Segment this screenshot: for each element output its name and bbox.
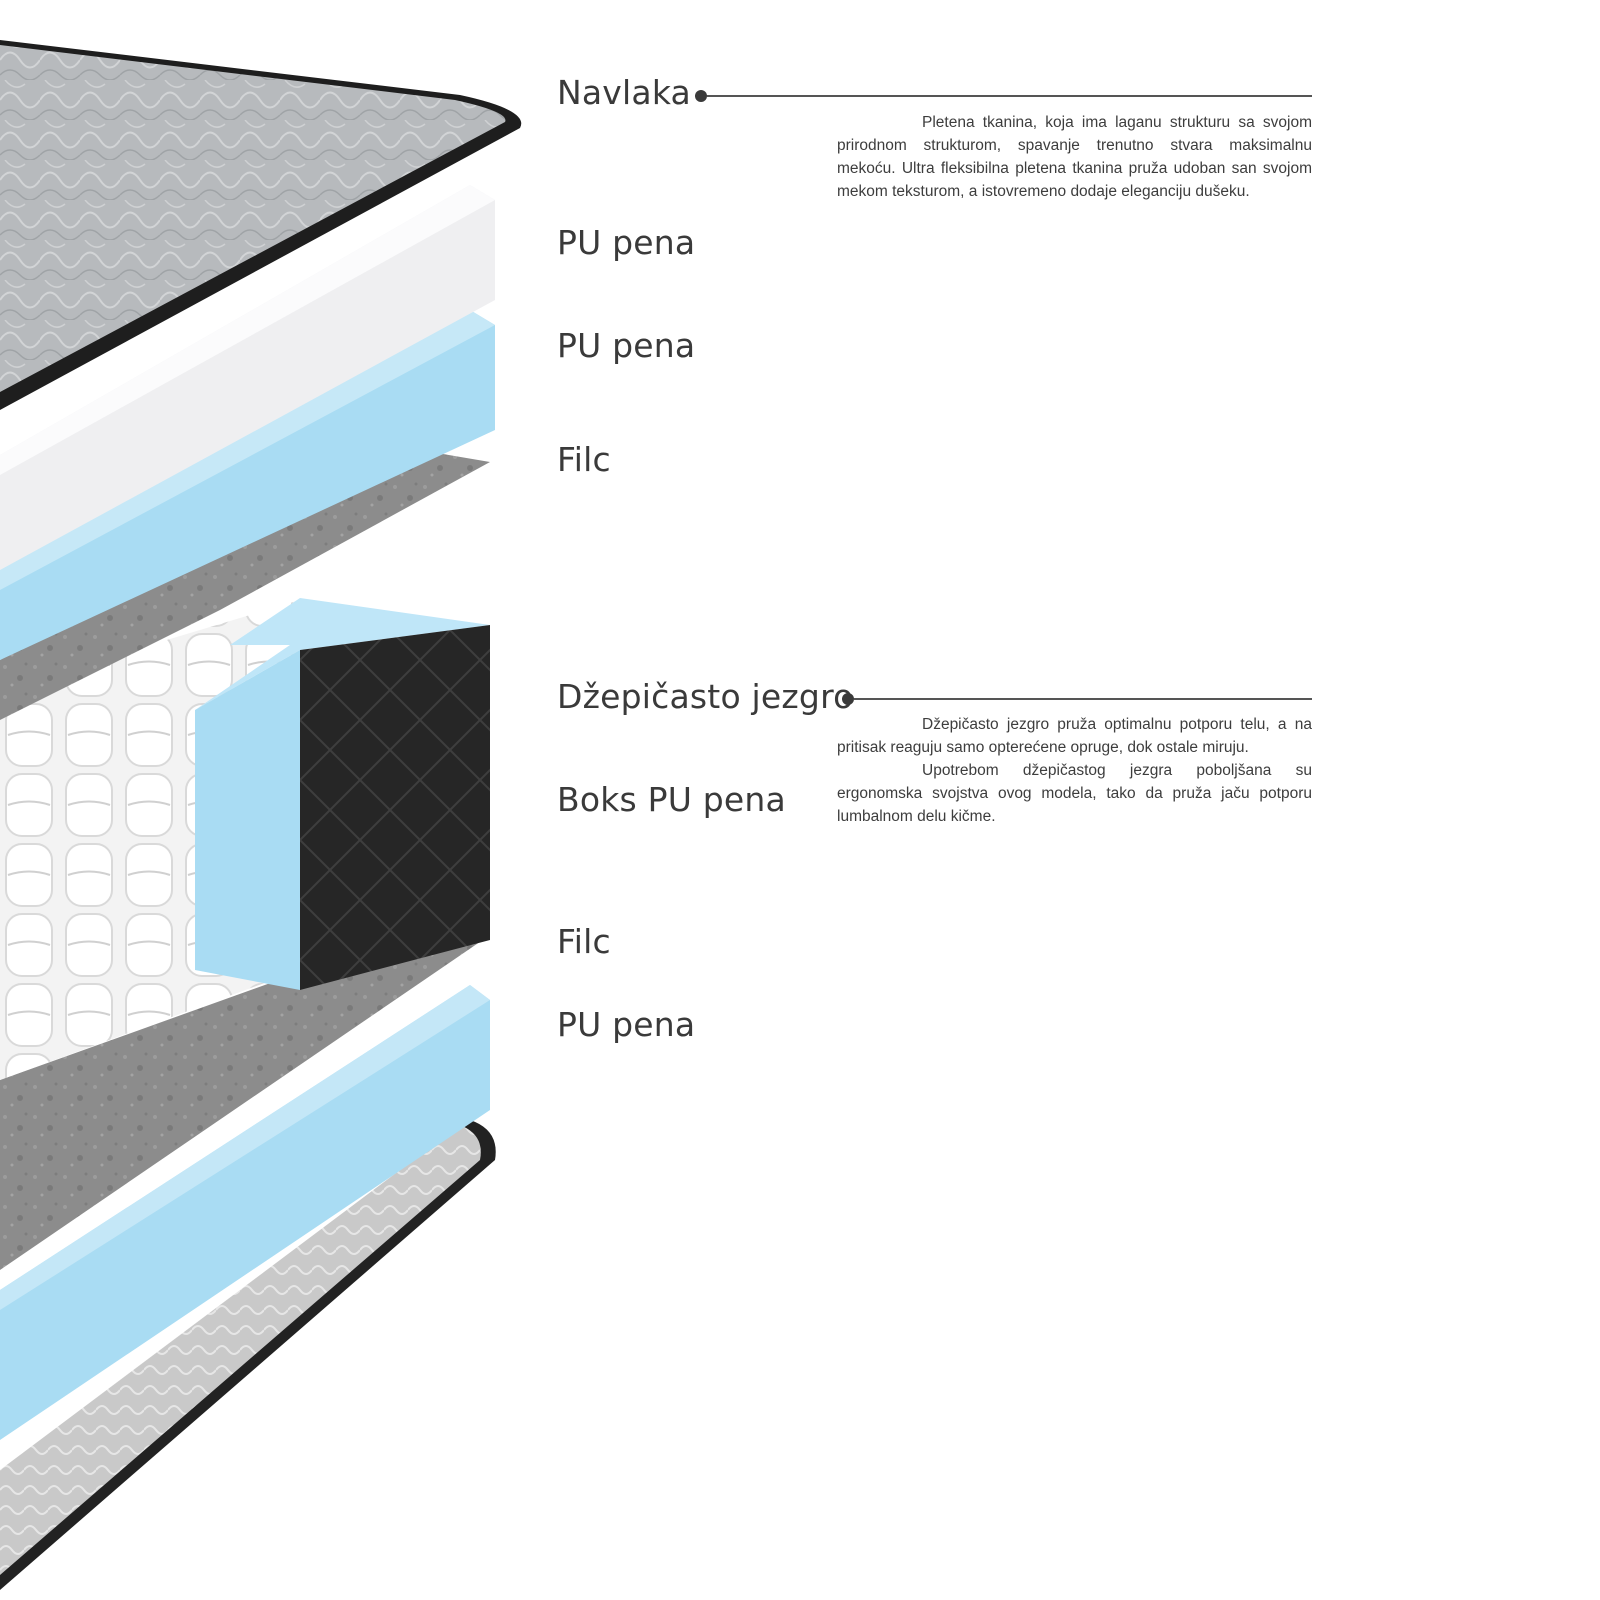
box-pu-foam-layer xyxy=(195,598,490,990)
description-navlaka-paragraph: Pletena tkanina, koja ima laganu struktu… xyxy=(837,114,1312,200)
layer-label-pu-pena-top: PU pena xyxy=(557,223,696,262)
upper-felt-layer xyxy=(0,445,490,720)
leader-line-navlaka xyxy=(695,90,1312,102)
lower-felt-layer xyxy=(0,915,490,1270)
description-navlaka: Pletena tkanina, koja ima laganu struktu… xyxy=(837,111,1312,203)
leader-dot xyxy=(842,693,854,705)
leader-dot xyxy=(695,90,707,102)
white-pu-foam-layer xyxy=(0,185,495,570)
bottom-pu-foam-layer xyxy=(0,985,490,1440)
top-cover-layer xyxy=(0,40,522,410)
description-jezgro-paragraph-1: Džepičasto jezgro pruža optimalnu potpor… xyxy=(837,716,1312,756)
layer-label-navlaka: Navlaka xyxy=(557,73,691,112)
layer-label-dzepicasto-jezgro: Džepičasto jezgro xyxy=(557,677,854,716)
upper-pu-foam-layer xyxy=(0,310,495,660)
layer-label-filc-upper: Filc xyxy=(557,440,611,479)
bottom-cover-layer xyxy=(0,1120,496,1590)
description-jezgro: Džepičasto jezgro pruža optimalnu potpor… xyxy=(837,713,1312,828)
mattress-cross-section-illustration xyxy=(0,40,522,1590)
leader-rule xyxy=(707,95,1312,97)
layer-label-pu-pena-blue: PU pena xyxy=(557,326,696,365)
leader-rule xyxy=(854,698,1312,700)
description-jezgro-paragraph-2: Upotrebom džepičastog jezgra poboljšana … xyxy=(837,762,1312,825)
layer-label-filc-lower: Filc xyxy=(557,922,611,961)
layer-label-boks-pu-pena: Boks PU pena xyxy=(557,780,786,819)
layer-label-pu-pena-bottom: PU pena xyxy=(557,1005,696,1044)
leader-line-jezgro xyxy=(842,693,1312,705)
